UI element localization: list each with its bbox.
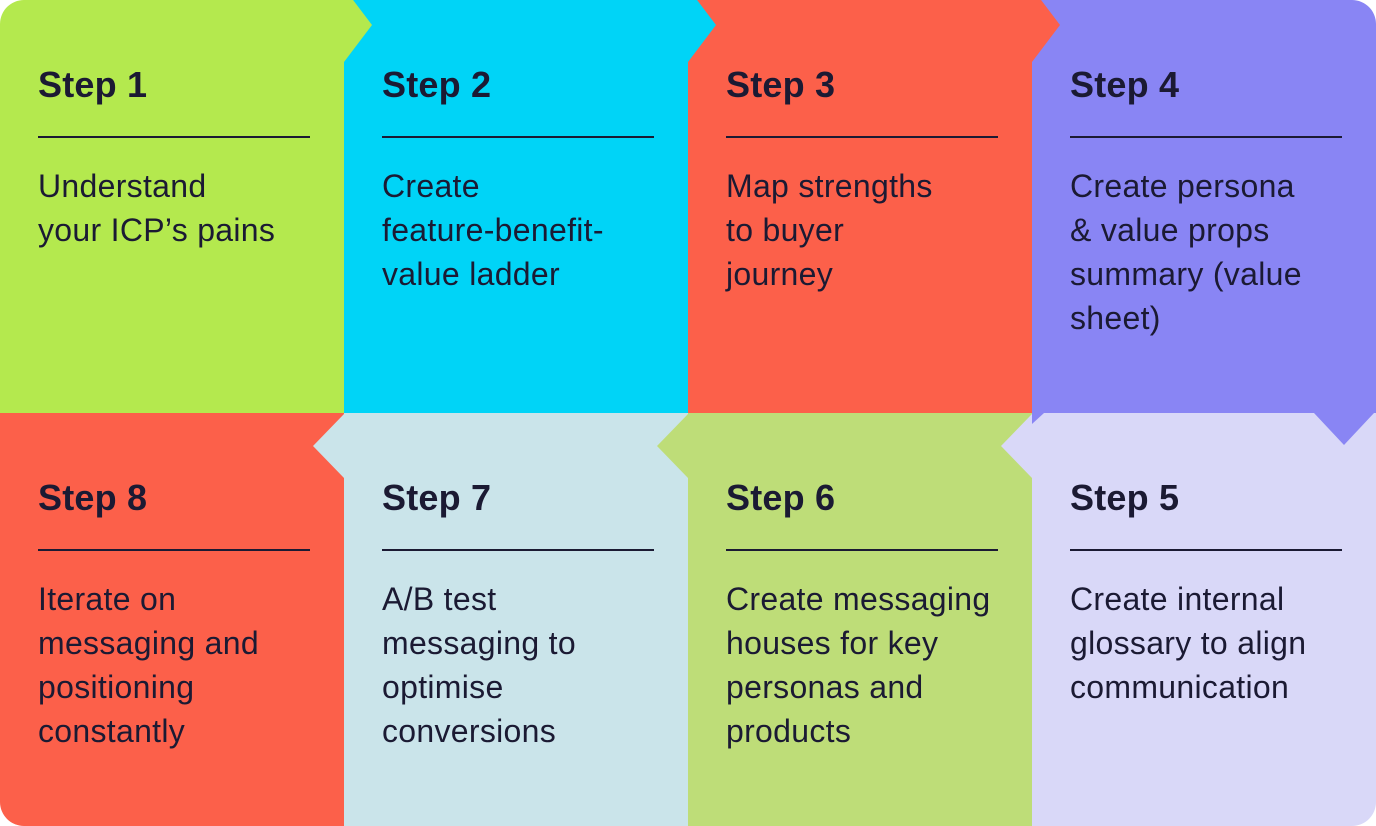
step-6-label: Step 6 bbox=[726, 477, 836, 518]
step-4-divider bbox=[1070, 136, 1342, 138]
step-1-label: Step 1 bbox=[38, 64, 148, 105]
step-4-block: Step 4 Create persona & value props summ… bbox=[1032, 0, 1376, 413]
step-7-block: Step 7 A/B test messaging to optimise co… bbox=[344, 413, 688, 826]
step-7-label: Step 7 bbox=[382, 477, 492, 518]
step-3-label: Step 3 bbox=[726, 64, 836, 105]
step-8-block: Step 8 Iterate on messaging and position… bbox=[0, 413, 344, 826]
step-7-description: A/B test messaging to optimise conversio… bbox=[382, 581, 576, 749]
step-6-description: Create messaging houses for key personas… bbox=[726, 581, 991, 749]
step-1-block: Step 1 Understand your ICP’s pains bbox=[0, 0, 344, 413]
step-5-label: Step 5 bbox=[1070, 477, 1180, 518]
step-7-divider bbox=[382, 549, 654, 551]
step-3-divider bbox=[726, 136, 998, 138]
step-1-description: Understand your ICP’s pains bbox=[38, 168, 276, 248]
step-2-description: Create feature-benefit- value ladder bbox=[382, 168, 604, 292]
step-6-block: Step 6 Create messaging houses for key p… bbox=[688, 413, 1032, 826]
step-8-divider bbox=[38, 549, 310, 551]
step-2-label: Step 2 bbox=[382, 64, 492, 105]
step-2-divider bbox=[382, 136, 654, 138]
step-5-description: Create internal glossary to align commun… bbox=[1070, 581, 1307, 705]
step-2-block: Step 2 Create feature-benefit- value lad… bbox=[344, 0, 688, 413]
step-3-block: Step 3 Map strengths to buyer journey bbox=[688, 0, 1032, 413]
step-5-block: Step 5 Create internal glossary to align… bbox=[1032, 413, 1376, 826]
step-4-label: Step 4 bbox=[1070, 64, 1180, 105]
step-5-divider bbox=[1070, 549, 1342, 551]
step-4-description: Create persona & value props summary (va… bbox=[1070, 168, 1302, 336]
step-6-divider bbox=[726, 549, 998, 551]
step-8-description: Iterate on messaging and positioning con… bbox=[38, 581, 259, 749]
step-8-label: Step 8 bbox=[38, 477, 148, 518]
step-3-description: Map strengths to buyer journey bbox=[726, 168, 933, 292]
step-1-divider bbox=[38, 136, 310, 138]
